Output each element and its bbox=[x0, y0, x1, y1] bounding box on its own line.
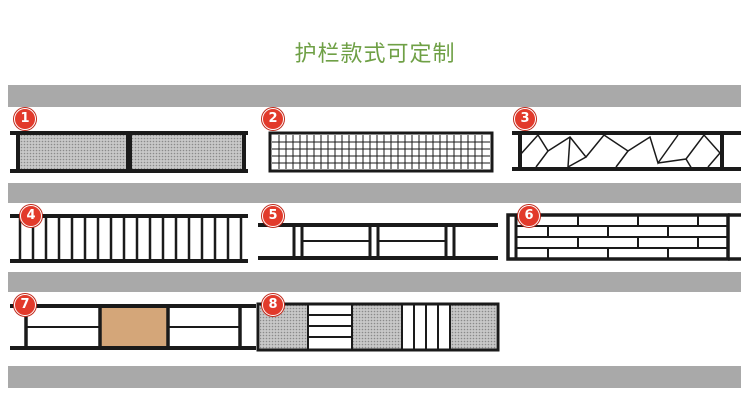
railing-drawing-3 bbox=[512, 131, 741, 171]
railing-style-1 bbox=[8, 107, 248, 183]
band-row-2 bbox=[8, 183, 741, 203]
railing-style-4 bbox=[8, 203, 248, 272]
style-number-badge: 3 bbox=[514, 108, 536, 130]
railing-drawing-4 bbox=[10, 214, 248, 263]
railing-drawing-6 bbox=[506, 213, 741, 261]
band-row-3 bbox=[8, 272, 741, 292]
style-number-badge: 6 bbox=[518, 205, 540, 227]
railing-style-5 bbox=[258, 203, 498, 272]
railing-drawing-1 bbox=[10, 131, 248, 173]
style-number-badge: 5 bbox=[262, 205, 284, 227]
railing-style-2 bbox=[258, 107, 498, 183]
style-number-badge: 2 bbox=[262, 108, 284, 130]
style-number-badge: 8 bbox=[262, 294, 284, 316]
band-row-4 bbox=[8, 366, 741, 388]
railing-style-3 bbox=[508, 107, 741, 183]
railing-drawing-7 bbox=[10, 304, 256, 350]
style-number-badge: 7 bbox=[14, 294, 36, 316]
band-row-1 bbox=[8, 85, 741, 107]
style-number-badge: 4 bbox=[20, 205, 42, 227]
railing-drawing-2 bbox=[268, 131, 494, 173]
page-title: 护栏款式可定制 bbox=[294, 42, 456, 67]
railing-style-7 bbox=[8, 292, 256, 366]
style-number-badge: 1 bbox=[14, 108, 36, 130]
railing-drawing-8 bbox=[256, 302, 500, 352]
railing-drawing-5 bbox=[258, 223, 498, 260]
railing-style-8 bbox=[256, 292, 500, 366]
